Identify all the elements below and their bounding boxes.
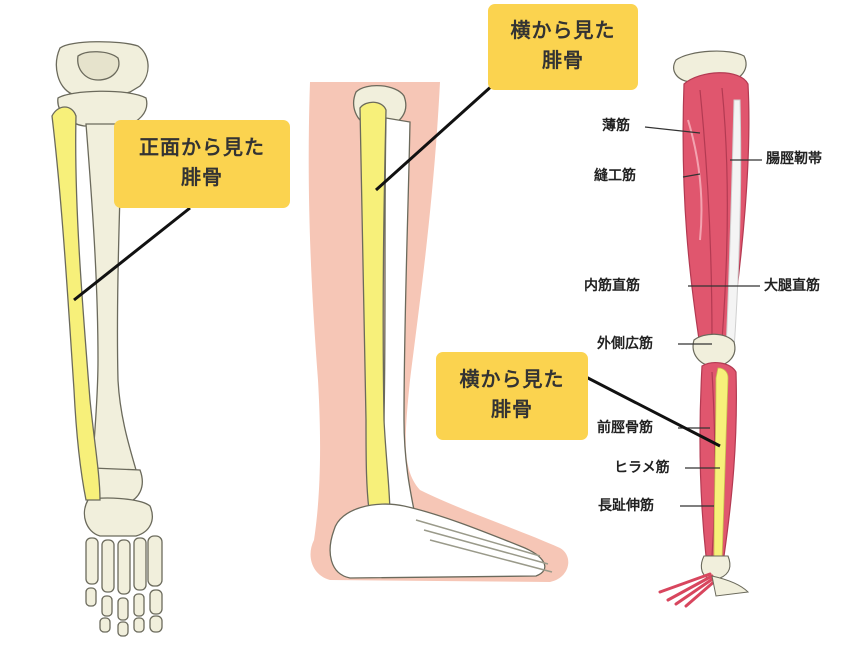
label-gracilis: 薄筋 xyxy=(602,118,630,134)
label-peroneus: ヒラメ筋 xyxy=(614,460,670,476)
front-leg-skeleton xyxy=(51,41,163,637)
label-vastus-medialis: 内筋直筋 xyxy=(584,278,640,294)
callout-line2: 腓骨 xyxy=(181,165,223,189)
label-iliotibial-band: 腸脛靭帯 xyxy=(766,151,822,167)
label-rectus-femoris: 大腿直筋 xyxy=(764,278,820,294)
callout-line2: 腓骨 xyxy=(542,48,584,72)
callout-pointers xyxy=(73,82,721,448)
callout-line1: 横から見た xyxy=(510,18,616,42)
callout-side-fibula-muscle: 横から見た 腓骨 xyxy=(436,352,588,440)
label-ext-digitorum-longus: 長趾伸筋 xyxy=(598,498,654,514)
callout-line1: 正面から見た xyxy=(139,135,265,159)
callout-side-fibula-top: 横から見た 腓骨 xyxy=(488,4,638,90)
label-sartorius: 縫工筋 xyxy=(594,168,636,184)
callout-line2: 腓骨 xyxy=(491,397,533,421)
callout-front-fibula: 正面から見た 腓骨 xyxy=(114,120,290,208)
callout-line1: 横から見た xyxy=(459,367,565,391)
muscle-leader-lines xyxy=(644,126,762,507)
skin-silhouette xyxy=(308,82,569,582)
label-vastus-lateralis: 外側広筋 xyxy=(597,336,653,352)
muscle-leg xyxy=(658,50,750,608)
label-tibialis-anterior: 前脛骨筋 xyxy=(597,420,653,436)
side-leg xyxy=(308,82,569,582)
